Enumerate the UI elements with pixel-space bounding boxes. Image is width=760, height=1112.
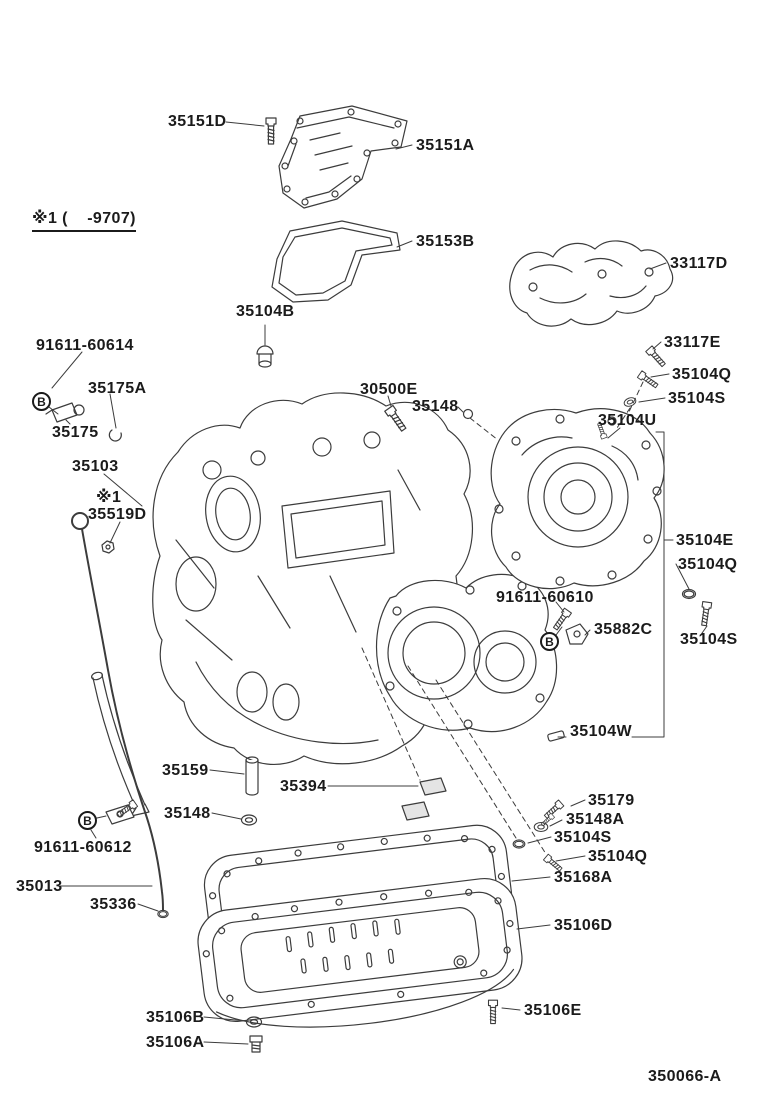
callout-35519d: 35519D [88,506,147,523]
callout-9161160614: 91611-60614 [36,337,134,354]
callout-35104e: 35104E [676,532,734,549]
fastener-marker-b: B [32,392,51,411]
callout-35104q: 35104Q [672,366,732,383]
oil-filler-tube-icon [245,756,259,796]
washer-35104s-top-icon [622,395,638,409]
speed-sensor-icon [45,402,85,423]
cover-gasket [271,220,401,303]
callout-1: ※1 [96,489,122,506]
dipstick-tube-oring-icon [157,909,169,919]
callout-33117d: 33117D [670,255,728,272]
callout-35179: 35179 [588,792,635,809]
callout-35153b: 35153B [416,233,475,250]
callout-35882c: 35882C [594,621,653,638]
transmission-protector-plate [509,240,674,327]
callout-35104s: 35104S [680,631,738,648]
check-ball-icon [462,408,474,420]
callout-35013: 35013 [16,878,63,895]
callout-35175: 35175 [52,424,99,441]
breather-plug-icon [256,345,274,368]
callout-30500e: 30500E [360,381,418,398]
drawing-number: 350066-A [648,1068,722,1085]
fastener-marker-b: B [78,811,97,830]
callout-35106d: 35106D [554,917,613,934]
slotted-pin-icon [547,730,565,742]
assembly-reference-lines [361,381,644,855]
bolt-35104s-right-icon [698,601,713,627]
bolt-35106e-icon [487,999,499,1025]
dipstick-guide-tube [91,671,150,817]
callout-35103: 35103 [72,458,119,475]
callout-35336: 35336 [90,896,137,913]
callout-35104q: 35104Q [678,556,738,573]
callout-35159: 35159 [162,762,209,779]
callout-33117e: 33117E [664,334,721,351]
control-cover-plate [278,105,408,209]
callout-35175a: 35175A [88,380,147,397]
cover-plate-bolt-icon [265,117,277,145]
oring-35104q-right-icon [681,588,697,600]
callout-35394: 35394 [280,778,327,795]
callout-35104b: 35104B [236,303,295,320]
callout-35104w: 35104W [570,723,632,740]
drain-plug-icon [249,1035,263,1053]
tube-clamp-bracket [105,804,135,825]
sensor-oring-icon [108,429,122,442]
callout-9161160612: 91611-60612 [34,839,132,856]
fastener-marker-b: B [540,632,559,651]
callout-35148a: 35148A [566,811,625,828]
oring-35104s-bottom-icon [512,839,526,849]
transmission-housing [490,408,665,590]
callout-35104q: 35104Q [588,848,648,865]
callout-35168a: 35168A [554,869,613,886]
washer-35148-icon [240,814,258,826]
harness-clamp-bracket-icon [565,623,589,645]
callout-35106a: 35106A [146,1034,205,1051]
callout-35104s: 35104S [554,829,612,846]
callout-35148: 35148 [412,398,459,415]
callout-35104s: 35104S [668,390,726,407]
callout-35151a: 35151A [416,137,475,154]
magnet-plates-icon [401,777,447,821]
leader-lines [48,121,708,1045]
oil-pan [197,877,523,1028]
applicability-note: ※1 ( -9707) [32,210,136,232]
callout-35106e: 35106E [524,1002,582,1019]
callout-35151d: 35151D [168,113,227,130]
nut-icon [101,540,115,554]
callout-35148: 35148 [164,805,211,822]
callout-9161160610: 91611-60610 [496,589,594,606]
rear-cover [376,573,558,733]
callout-35104u: 35104U [598,412,657,429]
callout-35106b: 35106B [146,1009,205,1026]
